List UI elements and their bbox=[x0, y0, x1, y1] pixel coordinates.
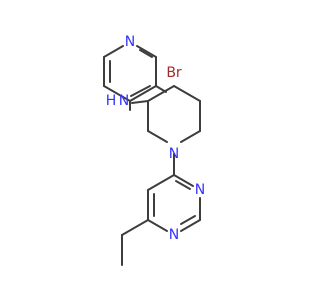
pyridine-n-label: N bbox=[125, 34, 135, 50]
amine-h-label: H bbox=[106, 93, 117, 109]
bond-pym-c4-n3-double bbox=[175, 180, 191, 190]
bond-c3-c4 bbox=[129, 85, 157, 102]
bond-pip-c3-c4 bbox=[147, 85, 175, 102]
bond-n1-c2-double bbox=[139, 49, 153, 58]
bromine-label: Br bbox=[166, 65, 182, 81]
bond-pip-n1-c2 bbox=[147, 130, 168, 143]
bond-pym-c4-n3 bbox=[173, 174, 194, 187]
molecule-structure-diagram: N Br N H N N N bbox=[103, 34, 205, 266]
amine-n-label: N bbox=[119, 93, 129, 109]
bond-c3-c4-double bbox=[130, 85, 151, 97]
pyrimidine-ring bbox=[147, 174, 201, 232]
pyrimidine-n1-label: N bbox=[169, 227, 179, 243]
bond-pym-c5-c4 bbox=[147, 174, 175, 191]
pyrimidine-n3-label: N bbox=[195, 182, 205, 198]
bond-c6-n1 bbox=[103, 45, 124, 58]
piperidine-ring bbox=[147, 85, 201, 143]
bond-ethyl-ch2 bbox=[121, 219, 149, 236]
bond-pip-c4-c5 bbox=[173, 85, 201, 102]
bond-c4-c5 bbox=[103, 85, 131, 102]
bond-nh-pip-c3 bbox=[131, 100, 149, 104]
bond-pym-c2-n1 bbox=[180, 219, 201, 232]
pyridine-ring bbox=[103, 45, 157, 102]
bond-n1-c2 bbox=[136, 45, 157, 58]
bond-pym-c2-n1-double bbox=[180, 215, 196, 225]
molecule-svg: N Br N H N N N bbox=[103, 34, 205, 266]
piperidine-n-label: N bbox=[169, 146, 179, 162]
bond-pym-n1-c6 bbox=[147, 219, 168, 232]
bond-pip-c6-n1 bbox=[180, 130, 201, 143]
